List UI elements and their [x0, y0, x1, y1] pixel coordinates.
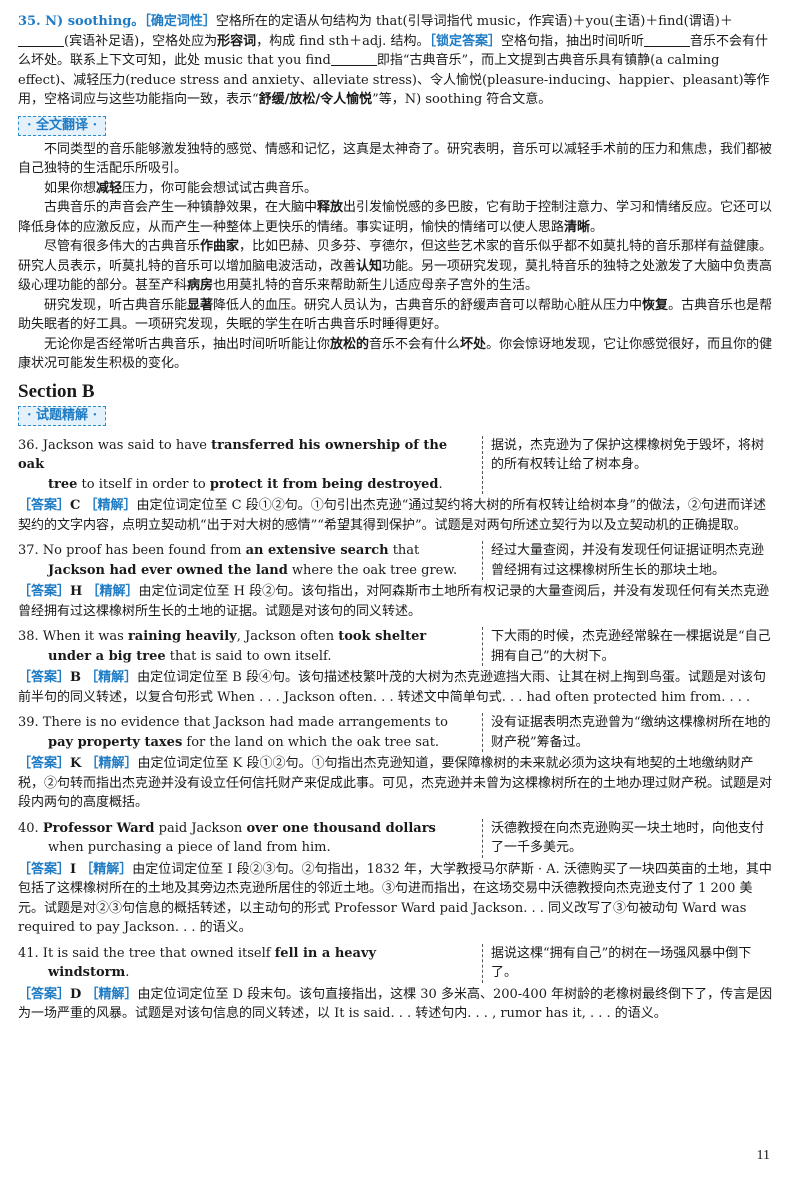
answer-36: ［答案］C ［精解］由定位词定位至 C 段①②句。①句引出杰克逊“通过契约将大树…	[18, 498, 767, 533]
question-chinese: 下大雨的时候，杰克逊经常躲在一棵据说是“自己拥有自己”的大树下。	[482, 627, 774, 666]
page-number: 11	[756, 1147, 770, 1163]
section-b-title: Section B	[18, 380, 95, 402]
question-english: 37. No proof has been found from an exte…	[18, 543, 458, 578]
question-analysis-label: · 试题精解 ·	[18, 405, 107, 426]
blank-line	[330, 52, 377, 66]
translation-paragraph: 无论你是否经常听古典音乐，抽出时间听听能让你放松的音乐不会有什么坏处。你会惊讶地…	[18, 336, 773, 372]
question-english: 41. It is said the tree that owned itsel…	[18, 945, 377, 981]
question-36: 36. Jackson was said to have transferred…	[18, 435, 774, 494]
translation-paragraph: 研究发现，听古典音乐能显著降低人的血压。研究人员认为，古典音乐的舒缓声音可以帮助…	[18, 297, 773, 333]
question-38: 38. When it was raining heavily, Jackson…	[18, 627, 774, 666]
translation-paragraph: 古典音乐的声音会产生一种镇静效果，在大脑中释放出引发愉悦感的多巴胺，它有助于控制…	[18, 200, 773, 235]
item-35-explanation: 35. N) soothing。［确定词性］空格所在的定语从句结构为 that(…	[18, 14, 770, 107]
answer-40: ［答案］I ［精解］由定位词定位至 I 段②③句。②句指出，1832 年，大学教…	[18, 861, 772, 936]
answer-38: ［答案］B ［精解］由定位词定位至 B 段④句。该句描述枝繁叶茂的大树为杰克逊遮…	[18, 670, 766, 705]
answer-39: ［答案］K ［精解］由定位词定位至 K 段①②句。①句指出杰克逊知道，要保障橡树…	[18, 756, 773, 810]
full-translation-label: · 全文翻译 ·	[18, 115, 107, 136]
question-39: 39. There is no evidence that Jackson ha…	[18, 713, 774, 752]
blank-line	[18, 33, 64, 47]
question-41: 41. It is said the tree that owned itsel…	[18, 943, 774, 983]
item-35-number-answer: 35. N) soothing。	[18, 14, 145, 29]
question-english: 38. When it was raining heavily, Jackson…	[18, 629, 427, 664]
question-english: 39. There is no evidence that Jackson ha…	[18, 715, 448, 750]
translation-paragraph: 尽管有很多伟大的古典音乐作曲家，比如巴赫、贝多芬、亨德尔，但这些艺术家的音乐似乎…	[18, 239, 773, 293]
translation-paragraph: 如果你想减轻压力，你可能会想试试古典音乐。	[44, 180, 318, 196]
question-chinese: 据说这棵“拥有自己”的树在一场强风暴中倒下了。	[482, 943, 774, 983]
question-chinese: 据说，杰克逊为了保护这棵橡树免于毁坏，将树的所有权转让给了树本身。	[482, 435, 774, 494]
question-english: 40. Professor Ward paid Jackson over one…	[18, 820, 436, 856]
question-english: 36. Jackson was said to have transferred…	[18, 437, 448, 492]
question-chinese: 沃德教授在向杰克逊购买一块土地时，向他支付了一千多美元。	[482, 818, 774, 858]
answer-37: ［答案］H ［精解］由定位词定位至 H 段②句。该句指出，对阿森斯市土地所有权记…	[18, 584, 770, 619]
lock-answer-tag: ［锁定答案］	[429, 33, 501, 49]
question-37: 37. No proof has been found from an exte…	[18, 541, 774, 580]
answer-41: ［答案］D ［精解］由定位词定位至 D 段末句。该句直接指出，这棵 30 多米高…	[18, 986, 773, 1022]
question-chinese: 没有证据表明杰克逊曾为“缴纳这棵橡树所在地的财产税”筹备过。	[482, 713, 774, 752]
determine-pos-tag: ［确定词性］	[144, 14, 216, 29]
blank-line	[643, 33, 690, 47]
question-40: 40. Professor Ward paid Jackson over one…	[18, 818, 774, 858]
question-chinese: 经过大量查阅，并没有发现任何证据证明杰克逊曾经拥有过这棵橡树所生长的那块土地。	[482, 541, 774, 580]
translation-paragraph: 不同类型的音乐能够激发独特的感觉、情感和记忆，这真是太神奇了。研究表明，音乐可以…	[18, 141, 773, 177]
